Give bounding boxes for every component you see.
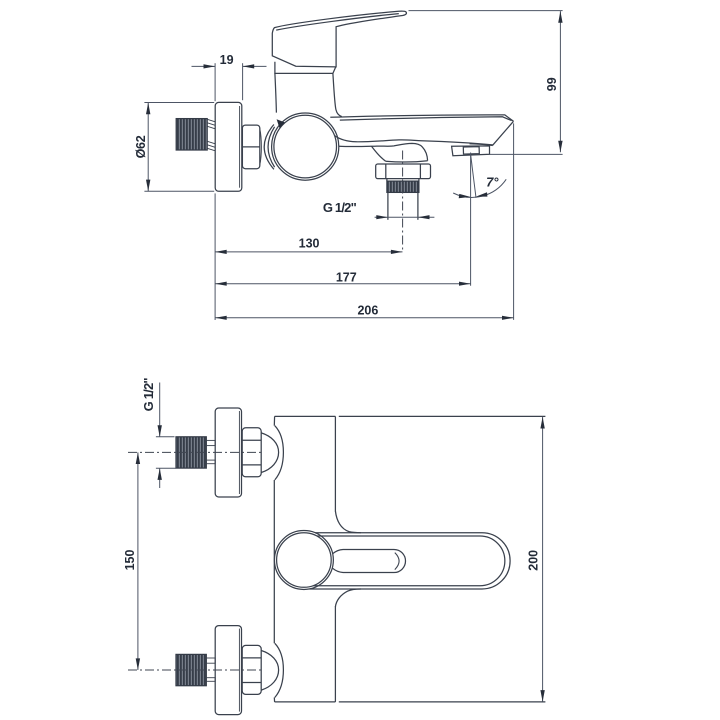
svg-text:206: 206 [357,303,378,317]
svg-text:G 1/2": G 1/2" [141,378,156,412]
svg-text:19: 19 [220,53,234,67]
svg-text:130: 130 [299,237,320,251]
svg-text:99: 99 [545,77,559,91]
svg-text:7°: 7° [486,174,499,189]
svg-text:150: 150 [123,550,137,571]
svg-text:200: 200 [527,550,541,571]
svg-text:G 1/2": G 1/2" [323,200,357,215]
svg-text:177: 177 [336,271,357,285]
svg-text:Ø62: Ø62 [134,135,148,158]
